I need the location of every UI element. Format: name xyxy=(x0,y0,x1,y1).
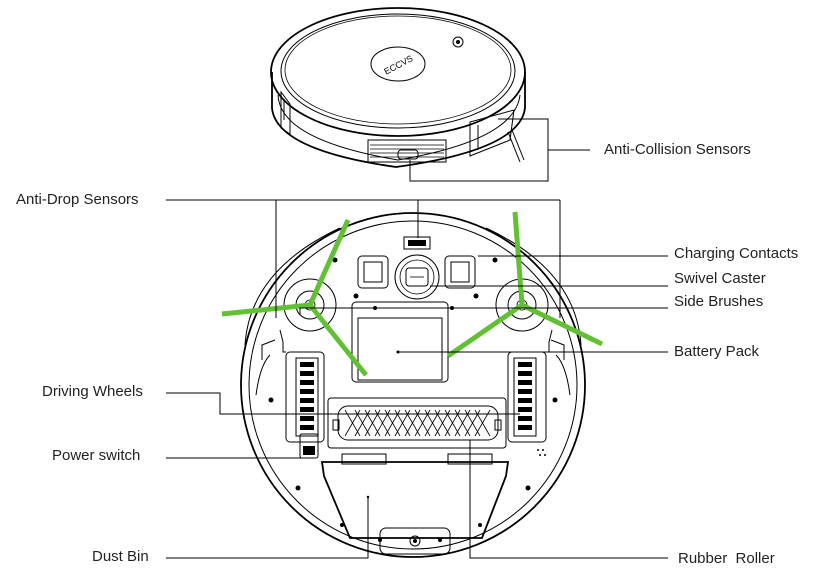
label-rubber-roller: Rubber Roller xyxy=(678,550,775,567)
callout-lines xyxy=(166,199,668,559)
roller-housing xyxy=(327,397,507,449)
front-vent xyxy=(367,139,447,163)
label-driving-wheels: Driving Wheels xyxy=(42,383,143,400)
label-anti-drop-sensors: Anti-Drop Sensors xyxy=(16,191,139,208)
charging-contact-left xyxy=(357,255,389,289)
side-brush-right-bristles xyxy=(446,211,604,359)
label-power-switch: Power switch xyxy=(52,447,141,464)
label-side-brushes: Side Brushes xyxy=(674,293,764,310)
logo-text: ECCVS xyxy=(382,53,414,76)
front-cliff-sensor xyxy=(403,236,431,250)
label-dust-bin: Dust Bin xyxy=(92,548,149,565)
power-button-top xyxy=(452,36,464,48)
rubber-roller xyxy=(337,405,499,441)
swivel-caster xyxy=(394,254,440,300)
label-swivel-caster: Swivel Caster xyxy=(674,270,766,287)
side-brush-left-bristles xyxy=(221,218,368,377)
dust-bin xyxy=(320,461,510,539)
bottom-view-robot xyxy=(221,211,604,558)
battery-cover xyxy=(351,301,449,383)
label-anti-collision-sensors: Anti-Collision Sensors xyxy=(604,141,751,158)
top-view-robot: ECCVS xyxy=(270,7,590,182)
driving-wheel-left xyxy=(285,351,325,443)
dust-bin-latch xyxy=(409,535,421,547)
charging-contact-right xyxy=(444,255,476,289)
logo-badge xyxy=(370,46,426,82)
battery-pack xyxy=(357,317,443,381)
label-charging-contacts: Charging Contacts xyxy=(674,245,799,262)
label-battery-pack: Battery Pack xyxy=(674,343,760,360)
driving-wheel-right xyxy=(507,351,547,443)
